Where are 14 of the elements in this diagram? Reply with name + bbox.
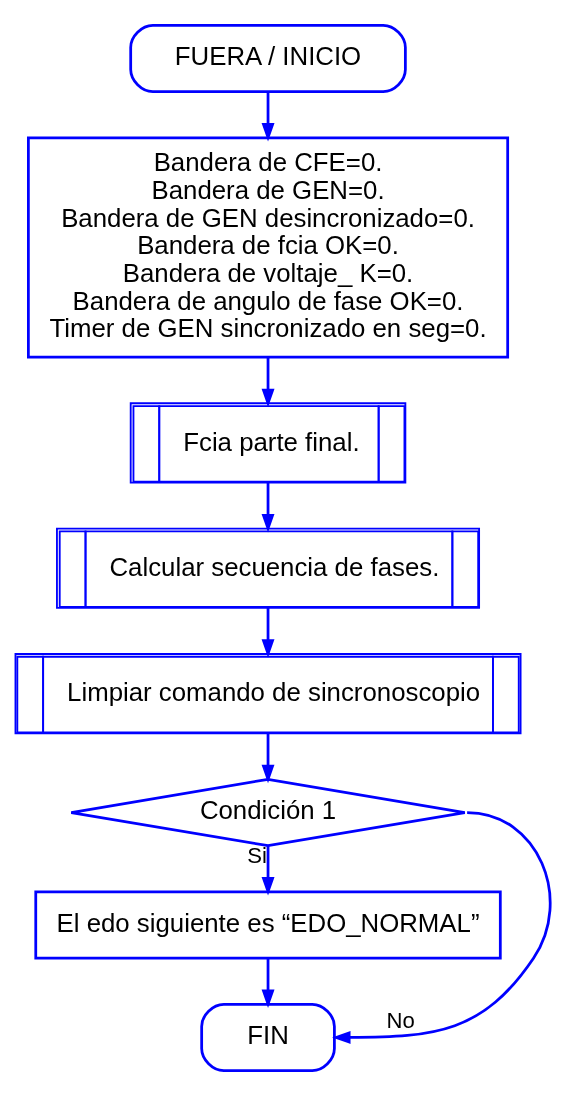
arrow — [261, 845, 275, 896]
arrow — [261, 957, 275, 1008]
arrow — [261, 733, 275, 783]
arrow — [261, 91, 275, 142]
arrow — [261, 482, 275, 532]
node-box: FUERA / INICIO — [129, 23, 407, 93]
node-box: Bandera de CFE=0. Bandera de GEN=0. Bandera de GEN desincronizado=0. Bandera de fcia OK=0. Bandera de voltaje_ K=0. Bandera de angulo de fase OK=0. Timer de GEN sincronizado en seg=0. — [27, 135, 510, 359]
node-box: El edo siguiente es “EDO_NORMAL” — [34, 889, 502, 960]
node-diamond: Condición 1 — [69, 777, 467, 847]
edge-label: No — [386, 1007, 415, 1033]
arrow — [261, 357, 275, 407]
arrow — [261, 607, 275, 658]
node-box: FIN — [200, 1002, 336, 1072]
arrow — [332, 810, 552, 1044]
